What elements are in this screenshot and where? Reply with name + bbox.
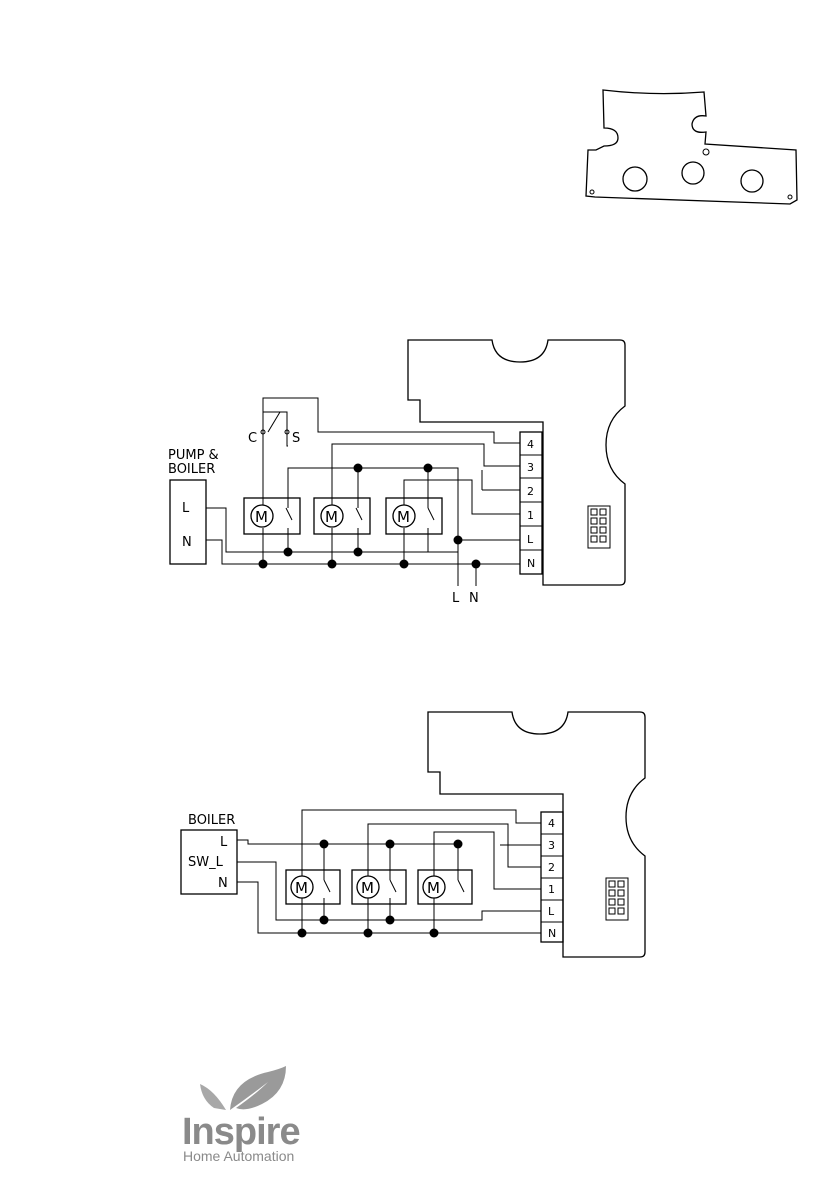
svg-text:M: M [427,879,440,897]
leaf-small-icon [200,1084,226,1110]
svg-text:N: N [548,927,556,940]
svg-text:M: M [295,879,308,897]
terminal-3: 3 [527,461,534,474]
terminal-block-1 [520,432,542,574]
svg-text:L: L [182,501,190,516]
terminal-n: N [527,557,535,570]
valve-2c: M [418,870,472,904]
svg-text:2: 2 [548,861,555,874]
mains-n-label: N [469,591,479,606]
connector-1 [588,506,610,548]
valve-1c: M [386,498,442,534]
svg-text:M: M [397,508,410,526]
switch-s-label: S [292,431,300,446]
svg-text:SW_L: SW_L [188,855,224,870]
svg-text:N: N [182,535,192,550]
terminal-4: 4 [527,438,534,451]
valve-1a: M [244,498,300,534]
svg-text:N: N [218,876,228,891]
connector-2 [606,878,628,920]
mains-l-label: L [452,591,460,606]
terminal-1: 1 [527,509,534,522]
boiler-title: BOILER [188,813,235,828]
logo-name: Inspire [182,1111,300,1153]
svg-text:M: M [361,879,374,897]
terminal-l: L [527,533,534,546]
valve-2b: M [352,870,406,904]
svg-text:M: M [325,508,338,526]
svg-text:4: 4 [548,817,555,830]
svg-text:M: M [255,508,268,526]
terminal-2: 2 [527,485,534,498]
appliance-title-1b: BOILER [168,462,215,477]
diagram-1: 4 3 2 1 L N PUMP & BOILER L N C S M [168,340,625,606]
diagram-2: 4 3 2 1 L N BOILER L SW_L N M M [181,712,645,957]
logo-tagline: Home Automation [183,1148,294,1164]
svg-text:3: 3 [548,839,555,852]
valve-2a: M [286,870,340,904]
svg-text:1: 1 [548,883,555,896]
leaf-icon [230,1066,286,1110]
svg-text:L: L [220,835,228,850]
valve-1b: M [314,498,370,534]
appliance-title-1a: PUMP & [168,448,219,463]
svg-text:L: L [548,905,555,918]
appliance-box-1 [170,480,206,564]
backplate-illustration [586,90,797,204]
inspire-logo: Inspire Home Automation [182,1066,300,1164]
switch-c-label: C [248,431,257,446]
